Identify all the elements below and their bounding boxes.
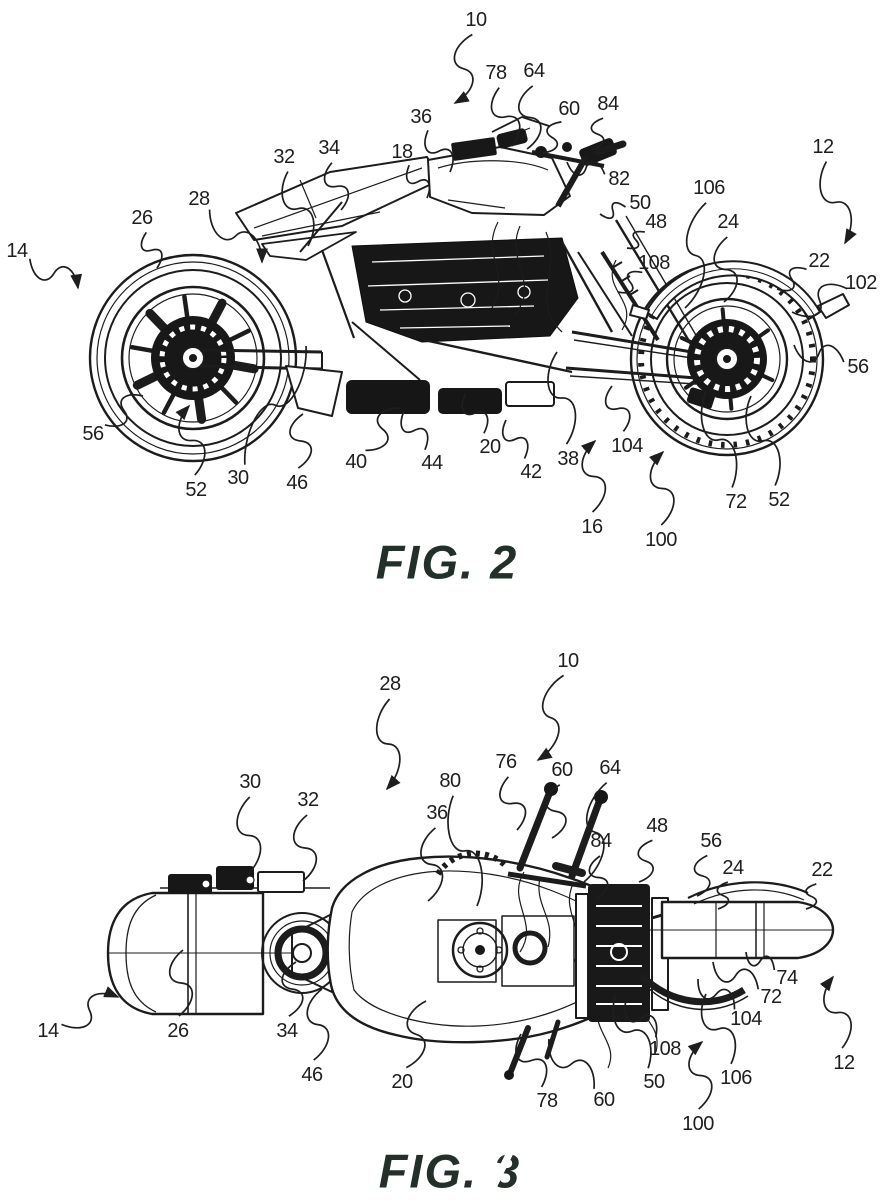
- fig2-rear-wheel: [88, 253, 298, 463]
- figure-2-caption: FIG. 2: [375, 535, 519, 589]
- fig2-front-fender: [629, 260, 850, 320]
- fig2-engine-frame: [199, 201, 633, 381]
- fig3-body: [326, 850, 658, 1069]
- figure-3-drawing: [106, 782, 835, 1080]
- fig3-left-accessories: [160, 866, 330, 894]
- figure-2-drawing: [88, 116, 850, 463]
- fig2-underbody: [285, 365, 555, 417]
- fig3-rear-wheel: [106, 891, 300, 1016]
- fig2-tank-seat: [427, 116, 571, 216]
- fig3-front-wheel: [650, 881, 835, 960]
